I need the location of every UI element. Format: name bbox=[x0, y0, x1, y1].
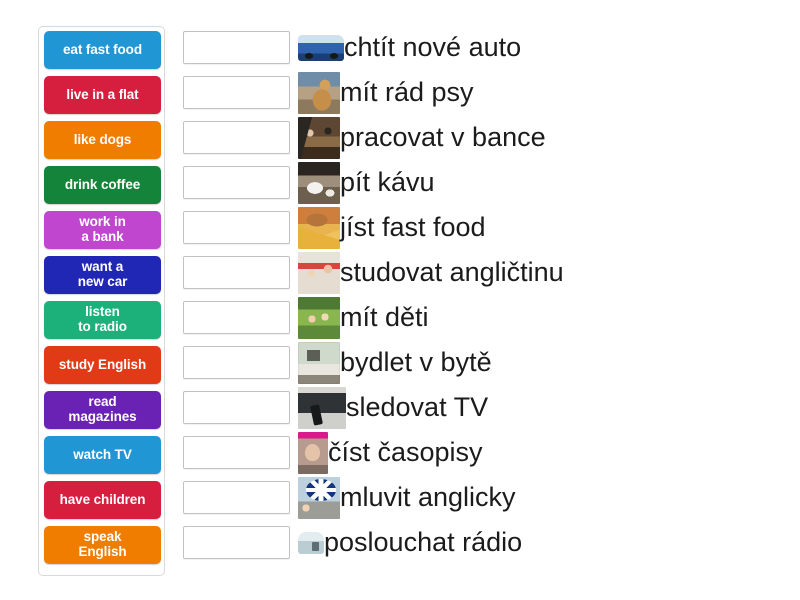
tile-1[interactable]: live in a flat bbox=[44, 76, 161, 114]
dropzone-5[interactable] bbox=[183, 256, 290, 289]
tile-11[interactable]: speak English bbox=[44, 526, 161, 564]
dropzone-0[interactable] bbox=[183, 31, 290, 64]
fast-food-photo-thumbnail bbox=[298, 206, 340, 249]
apartment-photo-thumbnail bbox=[298, 341, 340, 384]
dropzone-2[interactable] bbox=[183, 121, 290, 154]
prompt-label-5: studovat angličtinu bbox=[340, 257, 564, 287]
prompt-row-1: mít rád psy bbox=[298, 70, 474, 115]
prompt-label-8: sledovat TV bbox=[346, 392, 489, 422]
tile-4[interactable]: work in a bank bbox=[44, 211, 161, 249]
tile-0[interactable]: eat fast food bbox=[44, 31, 161, 69]
dropzone-3[interactable] bbox=[183, 166, 290, 199]
prompt-label-4: jíst fast food bbox=[340, 212, 486, 242]
tile-10[interactable]: have children bbox=[44, 481, 161, 519]
dropzone-1[interactable] bbox=[183, 76, 290, 109]
prompt-row-8: sledovat TV bbox=[298, 385, 488, 430]
prompt-row-5: studovat angličtinu bbox=[298, 250, 564, 295]
prompt-label-11: poslouchat rádio bbox=[324, 527, 523, 557]
magazine-photo-thumbnail bbox=[298, 431, 328, 474]
dog-photo-thumbnail bbox=[298, 71, 340, 114]
prompt-row-10: mluvit anglicky bbox=[298, 475, 516, 520]
prompt-label-2: pracovat v bance bbox=[340, 122, 546, 152]
tile-9[interactable]: watch TV bbox=[44, 436, 161, 474]
prompt-label-7: bydlet v bytě bbox=[340, 347, 492, 377]
prompt-row-6: mít děti bbox=[298, 295, 429, 340]
dropzone-4[interactable] bbox=[183, 211, 290, 244]
prompt-row-7: bydlet v bytě bbox=[298, 340, 492, 385]
dropzone-11[interactable] bbox=[183, 526, 290, 559]
prompt-label-6: mít děti bbox=[340, 302, 429, 332]
dropzone-7[interactable] bbox=[183, 346, 290, 379]
dropzone-10[interactable] bbox=[183, 481, 290, 514]
classroom-photo-thumbnail bbox=[298, 251, 340, 294]
coffee-photo-thumbnail bbox=[298, 161, 340, 204]
prompt-label-9: číst časopisy bbox=[328, 437, 483, 467]
prompt-row-9: číst časopisy bbox=[298, 430, 483, 475]
dropzone-6[interactable] bbox=[183, 301, 290, 334]
tile-3[interactable]: drink coffee bbox=[44, 166, 161, 204]
prompt-label-1: mít rád psy bbox=[340, 77, 474, 107]
radio-photo-thumbnail bbox=[298, 531, 324, 554]
tile-8[interactable]: read magazines bbox=[44, 391, 161, 429]
tile-6[interactable]: listen to radio bbox=[44, 301, 161, 339]
draggable-tile-panel: eat fast food live in a flat like dogs drin… bbox=[38, 26, 165, 576]
television-photo-thumbnail bbox=[298, 386, 346, 429]
prompt-row-0: chtít nové auto bbox=[298, 25, 521, 70]
car-photo-thumbnail bbox=[298, 34, 344, 61]
tile-2[interactable]: like dogs bbox=[44, 121, 161, 159]
prompt-row-4: jíst fast food bbox=[298, 205, 486, 250]
prompt-row-3: pít kávu bbox=[298, 160, 435, 205]
prompt-label-3: pít kávu bbox=[340, 167, 435, 197]
prompt-label-0: chtít nové auto bbox=[344, 32, 522, 62]
tile-7[interactable]: study English bbox=[44, 346, 161, 384]
prompt-row-2: pracovat v bance bbox=[298, 115, 546, 160]
dropzone-8[interactable] bbox=[183, 391, 290, 424]
uk-flag-photo-thumbnail bbox=[298, 476, 340, 519]
dropzone-9[interactable] bbox=[183, 436, 290, 469]
prompt-label-10: mluvit anglicky bbox=[340, 482, 516, 512]
tile-5[interactable]: want a new car bbox=[44, 256, 161, 294]
bank-photo-thumbnail bbox=[298, 116, 340, 159]
prompt-row-11: poslouchat rádio bbox=[298, 520, 522, 565]
children-photo-thumbnail bbox=[298, 296, 340, 339]
